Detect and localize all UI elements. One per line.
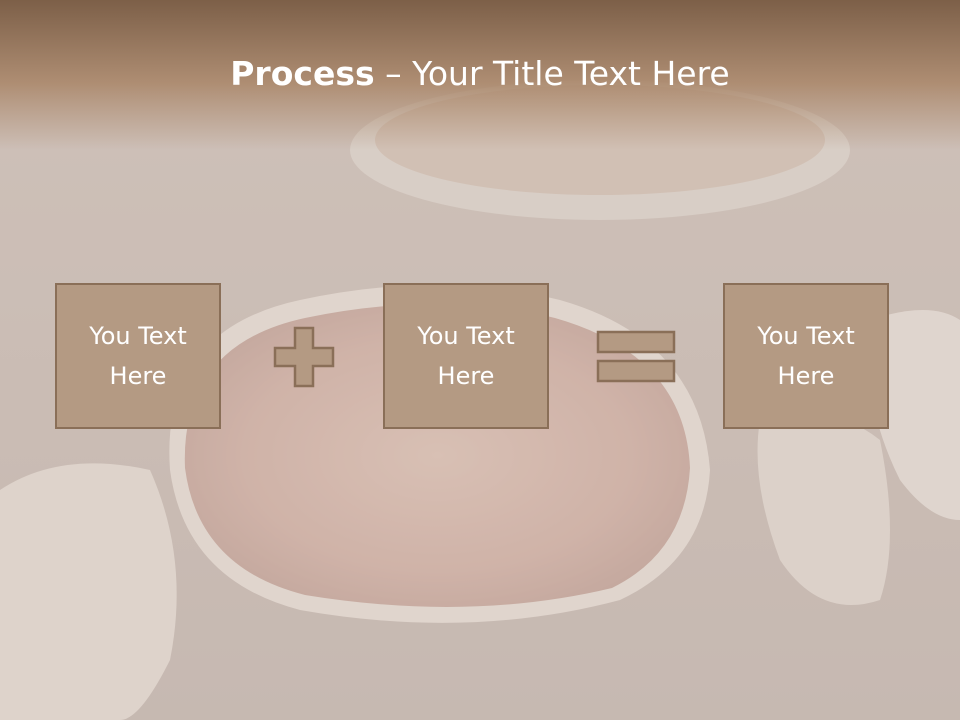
process-box-2[interactable]: You Text Here [383,283,549,429]
process-box-2-text: You Text Here [417,322,515,390]
process-box-1-text: You Text Here [89,322,187,390]
process-box-3-text: You Text Here [757,322,855,390]
title-rest: Your Title Text Here [412,54,730,93]
title-separator: – [374,54,413,93]
plus-icon [273,326,335,388]
equals-icon [596,330,676,383]
slide-title: Process – Your Title Text Here [0,52,960,96]
process-box-3[interactable]: You Text Here [723,283,889,429]
process-box-1[interactable]: You Text Here [55,283,221,429]
title-band [0,0,960,150]
title-bold: Process [230,54,375,93]
